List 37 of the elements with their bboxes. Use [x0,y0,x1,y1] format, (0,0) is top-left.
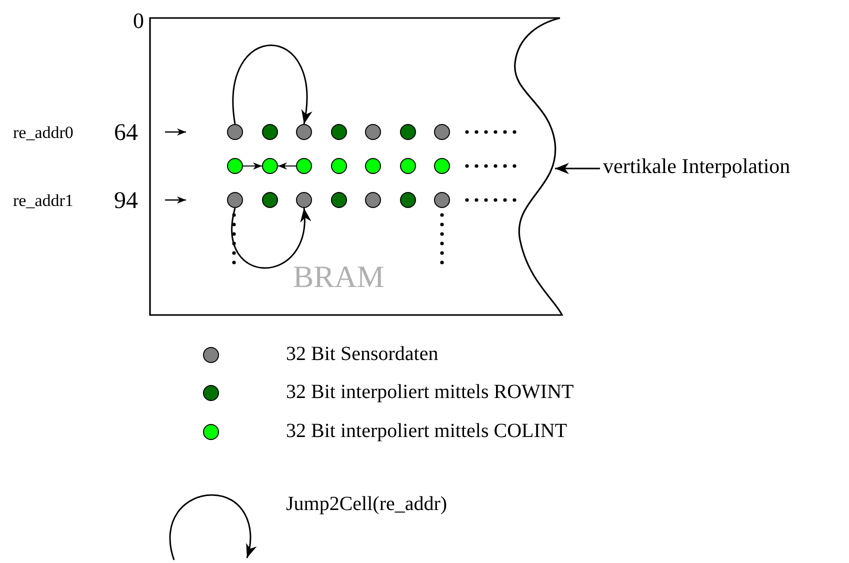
arrow [278,162,296,170]
legend-text: 32 Bit interpoliert mittels COLINT [286,421,568,441]
data-dot [434,192,450,208]
data-dot [262,192,278,208]
arrow [242,162,262,170]
data-dot [400,192,416,208]
arrow [555,162,600,174]
data-dot [331,158,347,174]
legend-text: 32 Bit Sensordaten [286,344,438,364]
legend-text: Jump2Cell(re_addr) [286,494,448,514]
data-dot [227,158,243,174]
data-dot [400,124,416,140]
annotation-text: vertikale Interpolation [603,156,790,177]
block-title: BRAM [293,261,384,292]
address-value: 94 [114,189,138,213]
data-dot [262,124,278,140]
data-dot [227,192,243,208]
data-dot [331,124,347,140]
address-label: re_addr0 [13,124,74,141]
address-value: 64 [114,121,138,145]
arrow [231,208,310,269]
address-label: re_addr1 [13,192,74,209]
data-dot [400,158,416,174]
data-dot [434,124,450,140]
data-dot [331,192,347,208]
axis-label: 0 [133,10,144,32]
data-dot [296,192,312,208]
data-dot [262,158,278,174]
arrow [232,44,312,124]
legend-text: 32 Bit interpoliert mittels ROWINT [286,382,574,402]
data-dot [365,158,381,174]
data-dot [296,124,312,140]
data-dot [227,124,243,140]
data-dot [434,158,450,174]
data-dot [365,192,381,208]
data-dot [296,158,312,174]
data-dot [365,124,381,140]
